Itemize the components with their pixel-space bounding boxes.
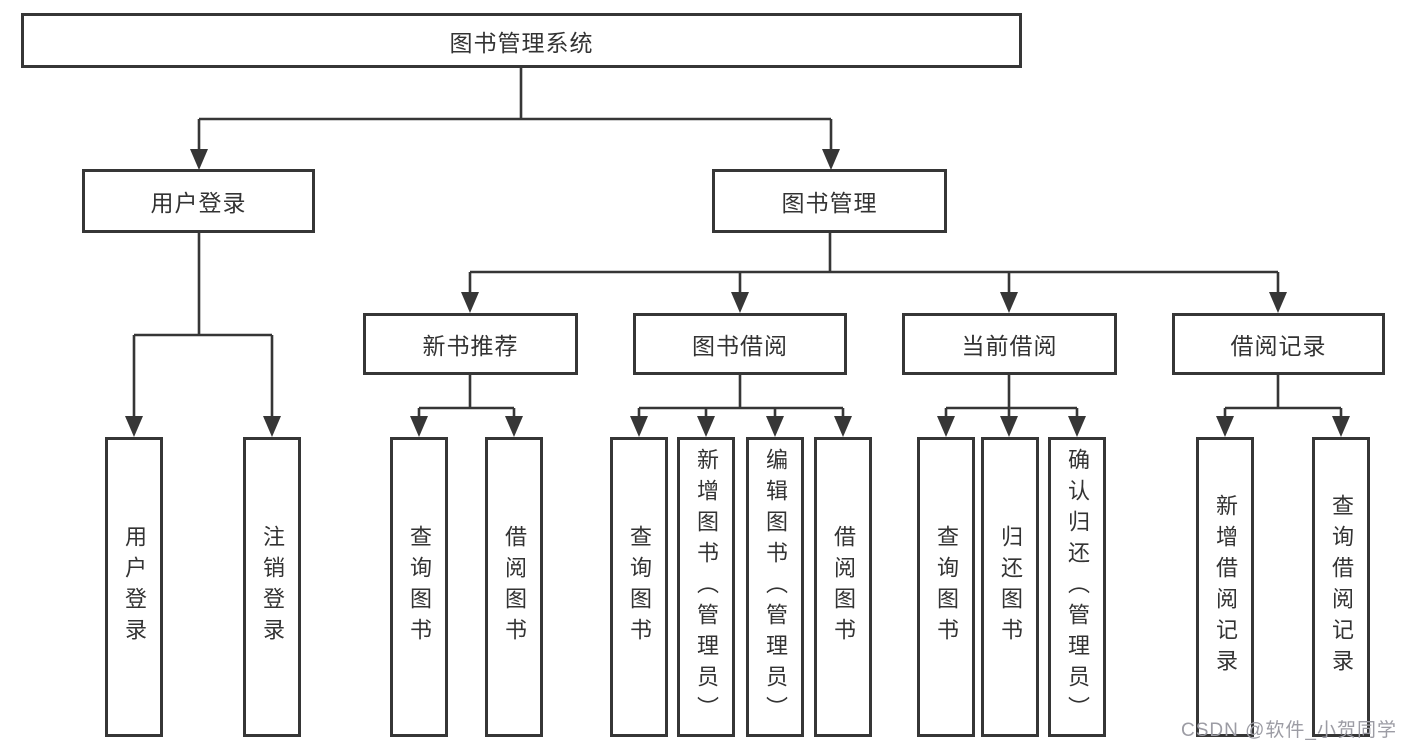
leaf-return-books: 归还图书	[981, 437, 1039, 737]
node-label: 注销登录	[260, 525, 285, 649]
node-label: 新书推荐	[422, 333, 519, 359]
node-label: 借阅图书	[831, 525, 856, 649]
node-label: 图书管理	[781, 190, 878, 216]
node-borrowing-records: 借阅记录	[1172, 313, 1385, 375]
node-label: 查询图书	[627, 525, 652, 649]
node-book-management: 图书管理	[712, 169, 947, 233]
node-label: 图书借阅	[692, 333, 788, 359]
node-book-borrowing: 图书借阅	[633, 313, 847, 375]
node-label: 用户登录	[150, 190, 247, 216]
node-label: 查询图书	[407, 525, 432, 649]
node-label: 新增借阅记录	[1213, 494, 1238, 680]
node-label: 归还图书	[998, 525, 1023, 649]
leaf-logout: 注销登录	[243, 437, 301, 737]
leaf-query-borrow-record: 查询借阅记录	[1312, 437, 1370, 737]
node-user-login: 用户登录	[82, 169, 315, 233]
node-label: 借阅图书	[502, 525, 527, 649]
arrowheads	[125, 149, 1350, 437]
node-label: 确认归还（管理员）	[1065, 447, 1090, 727]
node-label: 查询借阅记录	[1329, 494, 1354, 680]
leaf-confirm-return-admin: 确认归还（管理员）	[1048, 437, 1106, 737]
leaf-add-book-admin: 新增图书（管理员）	[677, 437, 735, 737]
leaf-add-borrow-record: 新增借阅记录	[1196, 437, 1254, 737]
leaf-query-books-2: 查询图书	[610, 437, 668, 737]
leaf-user-login: 用户登录	[105, 437, 163, 737]
leaf-borrow-books: 借阅图书	[485, 437, 543, 737]
node-label: 当前借阅	[961, 333, 1058, 359]
node-label: 编辑图书（管理员）	[763, 447, 788, 727]
node-new-book-recommendation: 新书推荐	[363, 313, 578, 375]
node-library-system: 图书管理系统	[21, 13, 1022, 68]
leaf-query-books: 查询图书	[390, 437, 448, 737]
leaf-query-books-3: 查询图书	[917, 437, 975, 737]
node-label: 新增图书（管理员）	[694, 447, 719, 727]
node-label: 借阅记录	[1230, 333, 1327, 359]
node-current-borrowing: 当前借阅	[902, 313, 1117, 375]
leaf-borrow-books-2: 借阅图书	[814, 437, 872, 737]
node-label: 查询图书	[934, 525, 959, 649]
node-label: 图书管理系统	[449, 29, 594, 56]
leaf-edit-book-admin: 编辑图书（管理员）	[746, 437, 804, 737]
node-label: 用户登录	[122, 525, 147, 649]
